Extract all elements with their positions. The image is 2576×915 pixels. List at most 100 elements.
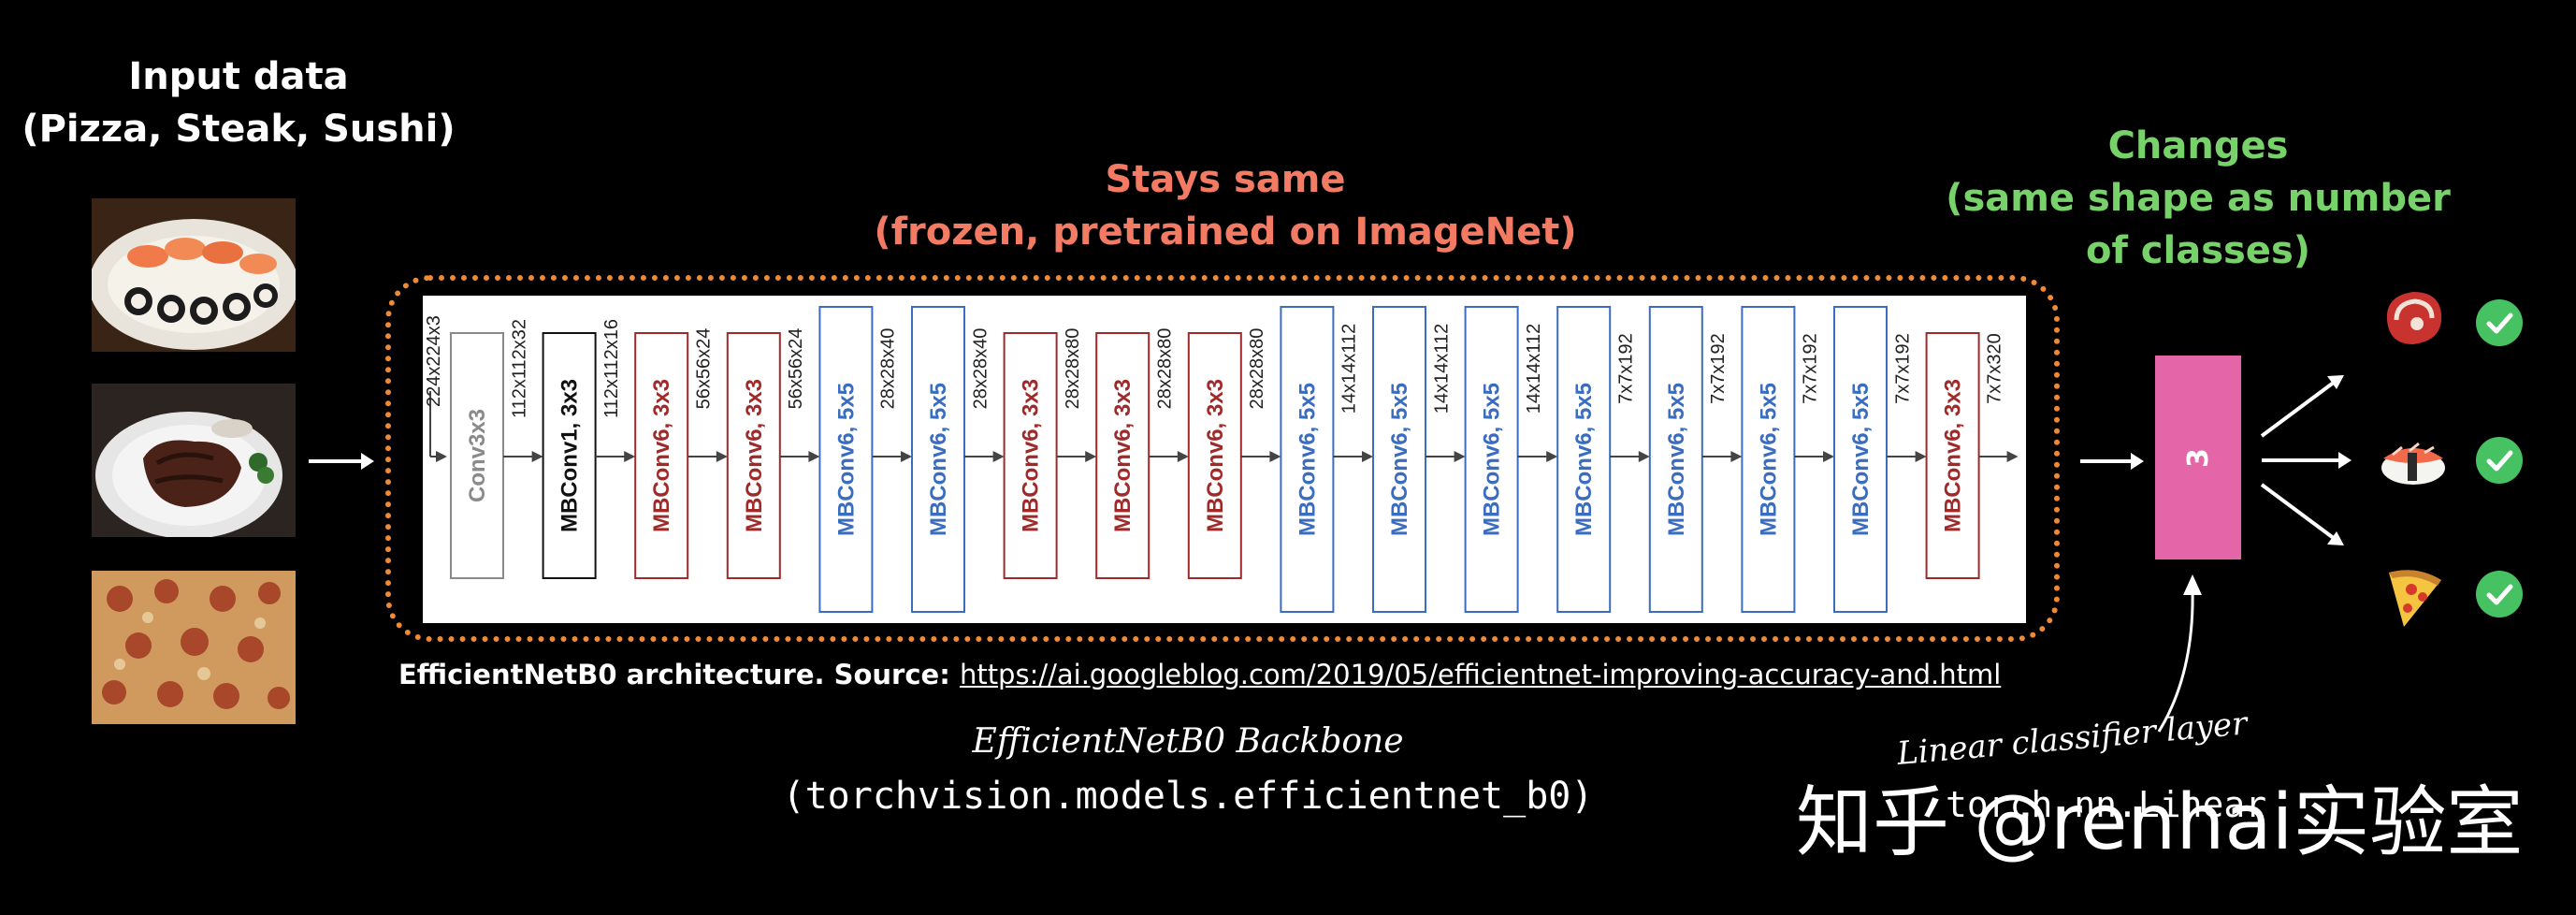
layer-connector-head	[531, 451, 543, 462]
classifier-header: Changes (same shape as number of classes…	[1927, 120, 2469, 277]
layer-label: MBConv6, 5x5	[926, 383, 951, 536]
layer-output-shape: 14x14x112	[1431, 324, 1452, 414]
frozen-backbone-border	[385, 275, 2060, 642]
caption-source-label: EfficientNetB0 architecture. Source:	[398, 659, 950, 690]
classifier-header-line1: Changes	[2107, 124, 2289, 167]
layer-connector-head	[1085, 451, 1097, 462]
layer-connector-head	[624, 451, 636, 462]
layer-block	[1556, 306, 1612, 613]
layer-output-shape: 28x28x40	[970, 328, 991, 410]
layer-label: MBConv6, 3x3	[1941, 379, 1966, 532]
backbone-header-line2: (frozen, pretrained on ImageNet)	[874, 211, 1577, 254]
backbone-to-classifier-arrow	[2080, 453, 2144, 470]
linear-classifier-box: 3	[2155, 356, 2241, 559]
layer-label: MBConv6, 5x5	[1387, 383, 1412, 536]
layer-connector-head	[1454, 451, 1466, 462]
check-icon	[2476, 437, 2523, 484]
layer-connector-head	[992, 451, 1005, 462]
layer-output-shape: 14x14x112	[1339, 324, 1360, 414]
layer-block	[1464, 306, 1519, 613]
layer-output-shape: 28x28x80	[1063, 328, 1083, 410]
watermark-text: 知乎 @renhai实验室	[1796, 778, 2524, 867]
check-icon	[2476, 299, 2523, 346]
layer-label: MBConv6, 5x5	[833, 383, 859, 536]
classifier-output-count: 3	[2181, 447, 2215, 468]
layer-output-shape: 14x14x112	[1524, 324, 1544, 414]
input-shape-label: 224x224x3	[424, 315, 444, 407]
classifier-annotation-arrow	[2157, 574, 2202, 733]
layer-output-shape: 7x7x320	[1985, 333, 2005, 404]
classifier-code-label: torch.nn.Linear	[1946, 784, 2267, 825]
layer-block	[1833, 306, 1888, 613]
output-arrows	[2260, 375, 2352, 545]
layer-output-shape: 112x112x16	[601, 319, 622, 418]
layer-output-shape: 28x28x40	[878, 328, 899, 410]
input-title: Input data (Pizza, Steak, Sushi)	[19, 51, 458, 155]
layer-output-shape: 56x56x24	[694, 328, 715, 410]
pizza-photo	[92, 571, 296, 724]
layer-label: MBConv6, 3x3	[1019, 379, 1044, 532]
layer-label: MBConv6, 3x3	[649, 379, 674, 532]
layer-output-shape: 56x56x24	[786, 328, 806, 410]
layer-label: MBConv6, 3x3	[742, 379, 767, 532]
input-title-line2: (Pizza, Steak, Sushi)	[22, 108, 456, 151]
layer-connector-head	[1546, 451, 1558, 462]
layer-label: MBConv1, 3x3	[557, 379, 583, 532]
layer-block	[1095, 332, 1151, 579]
layer-connector-head	[1730, 451, 1743, 462]
backbone-code-label: (torchvision.models.efficientnet_b0)	[782, 775, 1594, 818]
layer-label: MBConv6, 5x5	[1664, 383, 1689, 536]
layer-block	[1280, 306, 1335, 613]
layer-label: MBConv6, 5x5	[1756, 383, 1781, 536]
input-arrow	[309, 453, 374, 470]
layer-output-shape: 7x7x192	[1616, 333, 1637, 404]
layer-label: MBConv6, 5x5	[1571, 383, 1597, 536]
layer-output-shape: 28x28x80	[1155, 328, 1176, 410]
layer-block	[542, 332, 597, 579]
caption-source-link[interactable]: https://ai.googleblog.com/2019/05/effici…	[959, 659, 2002, 690]
layer-output-shape: 7x7x192	[1708, 333, 1729, 404]
layer-output-shape: 112x112x32	[509, 319, 529, 418]
layer-block	[1187, 332, 1242, 579]
layer-block	[1003, 332, 1058, 579]
layer-block	[1925, 332, 1980, 579]
layer-connector-head	[716, 451, 728, 462]
layer-label: MBConv6, 5x5	[1480, 383, 1505, 536]
layer-block	[1372, 306, 1426, 613]
layer-connector-head	[808, 451, 820, 462]
layer-connector-head	[1915, 451, 1927, 462]
backbone-name-label: EfficientNetB0 Backbone	[972, 722, 1404, 761]
layer-label: MBConv6, 5x5	[1295, 383, 1320, 536]
layer-block	[634, 332, 689, 579]
layer-block	[818, 306, 874, 613]
backbone-header: Stays same (frozen, pretrained on ImageN…	[842, 153, 1609, 258]
layer-connector-head	[1362, 451, 1373, 462]
architecture-caption: EfficientNetB0 architecture. Source: htt…	[398, 659, 2001, 690]
layer-block	[726, 332, 781, 579]
classifier-header-line3: of classes)	[2085, 229, 2311, 272]
layer-connector-head	[1823, 451, 1834, 462]
steak-plate-photo	[92, 384, 296, 537]
layer-label: MBConv6, 5x5	[1848, 383, 1874, 536]
sushi-icon	[2376, 425, 2451, 496]
sushi-plate-photo	[92, 198, 296, 352]
check-icon	[2476, 571, 2523, 617]
layer-output-shape: 7x7x192	[1801, 333, 1821, 404]
layer-output-shape: 7x7x192	[1892, 333, 1913, 404]
layer-output-shape: 28x28x80	[1247, 328, 1267, 410]
layer-block	[911, 306, 965, 613]
layer-connector-head	[901, 451, 912, 462]
input-arrow-line-head	[436, 451, 447, 462]
layer-connector-head	[1638, 451, 1650, 462]
pizza-slice-icon	[2376, 559, 2451, 631]
input-title-line1: Input data	[128, 55, 349, 98]
layer-label: MBConv6, 3x3	[1110, 379, 1136, 532]
steak-icon	[2376, 283, 2451, 354]
layer-connector-head	[1269, 451, 1281, 462]
layer-connector-head	[1177, 451, 1189, 462]
layer-connector-head	[2006, 451, 2019, 462]
backbone-header-line1: Stays same	[1105, 158, 1346, 201]
layer-block	[1741, 306, 1796, 613]
